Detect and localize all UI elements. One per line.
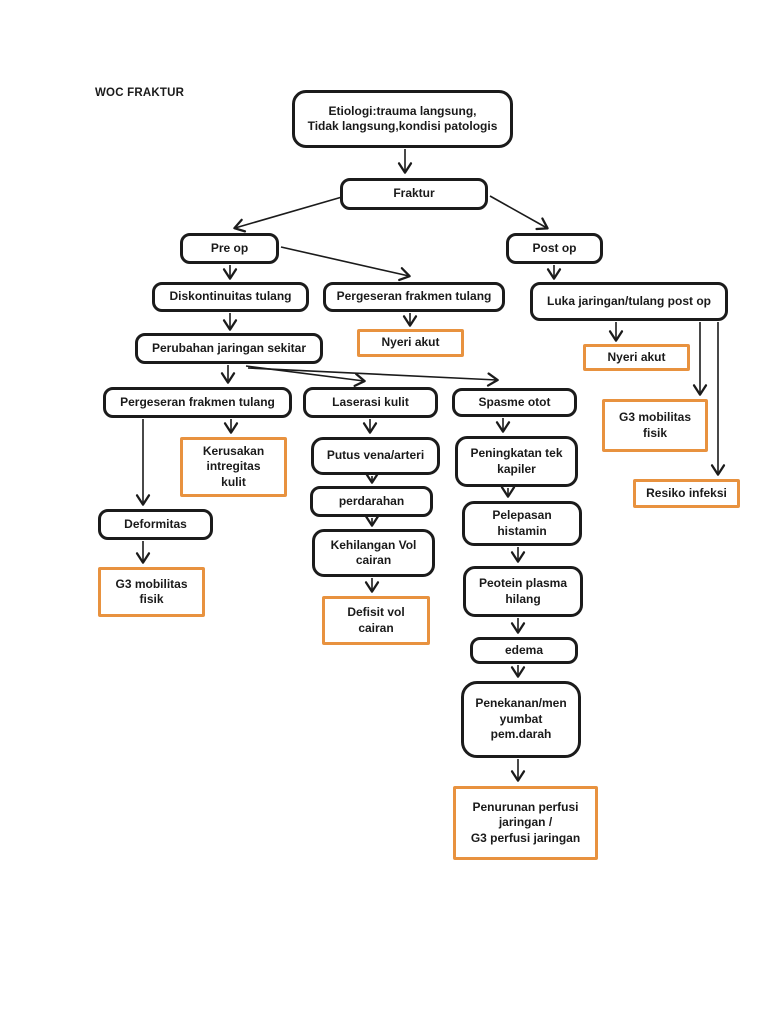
node-resiko-infeksi: Resiko infeksi — [633, 479, 740, 508]
node-etiologi: Etiologi:trauma langsung, Tidak langsung… — [292, 90, 513, 148]
node-post-op: Post op — [506, 233, 603, 264]
node-pergeseran-frakmen-tulang-kiri: Pergeseran frakmen tulang — [103, 387, 292, 418]
edge-fraktur-to-post-op — [489, 195, 549, 231]
node-fraktur: Fraktur — [340, 178, 488, 210]
node-pelepasan-histamin: Pelepasan histamin — [462, 501, 582, 546]
node-penekanan-menyumbat-pem-darah: Penekanan/men yumbat pem.darah — [461, 681, 581, 758]
node-spasme-otot: Spasme otot — [452, 388, 577, 417]
page-title: WOC FRAKTUR — [95, 87, 185, 99]
node-peotein-plasma-hilang: Peotein plasma hilang — [463, 566, 583, 617]
node-edema: edema — [470, 637, 578, 664]
node-putus-vena-arteri: Putus vena/arteri — [311, 437, 440, 475]
node-g3-mobilitas-fisik-kanan: G3 mobilitas fisik — [602, 399, 708, 452]
edge-perubahan-to-spasme — [247, 367, 499, 387]
node-kerusakan-intregitas-kulit: Kerusakan intregitas kulit — [180, 437, 287, 497]
edge-pre-op-to-pergeseran-atas — [280, 246, 411, 282]
node-perdarahan: perdarahan — [310, 486, 433, 517]
node-diskontinuitas-tulang: Diskontinuitas tulang — [152, 282, 309, 312]
node-penurunan-perfusi-jaringan: Penurunan perfusi jaringan / G3 perfusi … — [453, 786, 598, 860]
node-g3-mobilitas-fisik-kiri: G3 mobilitas fisik — [98, 567, 205, 617]
node-pre-op: Pre op — [180, 233, 279, 264]
node-pergeseran-frakmen-tulang-atas: Pergeseran frakmen tulang — [323, 282, 505, 312]
node-deformitas: Deformitas — [98, 509, 213, 540]
node-nyeri-akut-tengah: Nyeri akut — [357, 329, 464, 357]
node-perubahan-jaringan-sekitar: Perubahan jaringan sekitar — [135, 333, 323, 364]
node-luka-jaringan-tulang-post-op: Luka jaringan/tulang post op — [530, 282, 728, 321]
node-peningkatan-tek-kapiler: Peningkatan tek kapiler — [455, 436, 578, 487]
node-laserasi-kulit: Laserasi kulit — [303, 387, 438, 418]
node-nyeri-akut-kanan: Nyeri akut — [583, 344, 690, 371]
node-kehilangan-vol-cairan: Kehilangan Vol cairan — [312, 529, 435, 577]
edge-fraktur-to-pre-op — [233, 196, 343, 233]
node-defisit-vol-cairan: Defisit vol cairan — [322, 596, 430, 645]
